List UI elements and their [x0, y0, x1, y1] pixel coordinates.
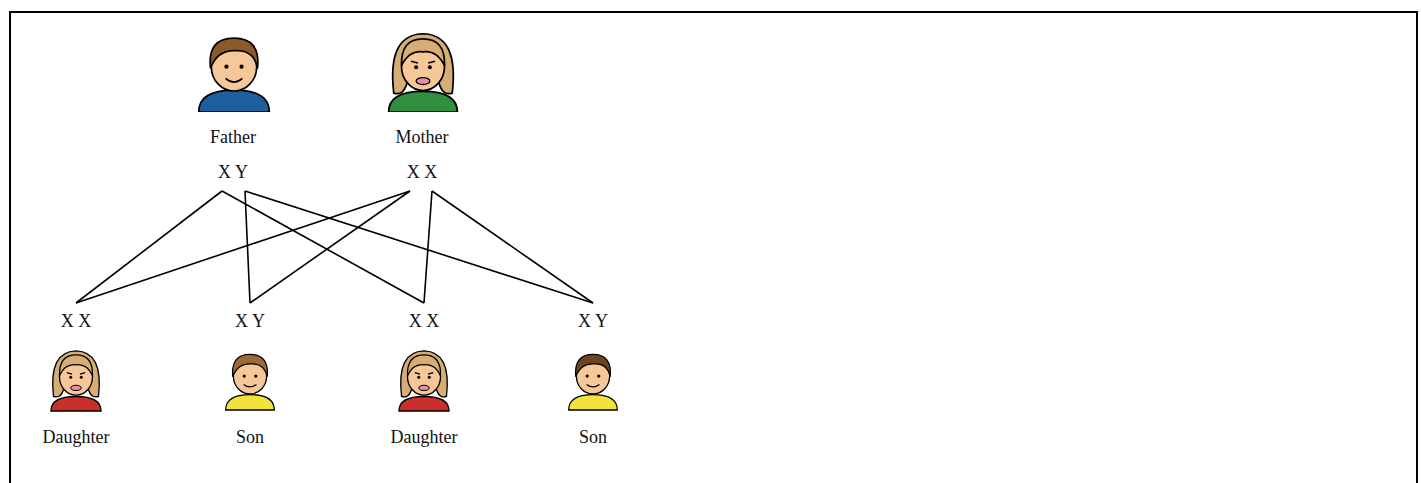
- parent-node: Mother X X: [390, 125, 455, 191]
- inheritance-line: [222, 191, 424, 303]
- child-node: X X Daughter: [37, 303, 116, 450]
- mother-icon: [389, 34, 458, 112]
- chromosome-label: X Y: [210, 162, 256, 183]
- parent-node: Father X Y: [204, 125, 262, 191]
- inheritance-line: [76, 191, 410, 303]
- person-label: Father: [210, 127, 256, 148]
- inheritance-line: [250, 191, 410, 303]
- person-label: Son: [578, 427, 608, 448]
- chromosome-label: X Y: [235, 311, 265, 332]
- inheritance-line: [424, 191, 432, 303]
- son-icon: [226, 354, 275, 410]
- daughter-icon: [51, 351, 101, 411]
- person-label: Mother: [396, 127, 449, 148]
- inheritance-line: [76, 191, 222, 303]
- person-label: Daughter: [43, 427, 110, 448]
- chromosome-label: X Y: [578, 311, 608, 332]
- father-icon: [199, 38, 270, 112]
- chromosome-label: X X: [391, 311, 458, 332]
- person-label: Son: [235, 427, 265, 448]
- son-icon: [569, 354, 618, 410]
- person-label: Daughter: [391, 427, 458, 448]
- inheritance-line: [245, 191, 593, 303]
- frame: [10, 12, 1417, 483]
- daughter-icon: [399, 351, 449, 411]
- chromosome-label: X X: [396, 162, 449, 183]
- child-node: X Y Son: [229, 303, 271, 450]
- child-node: X X Daughter: [385, 303, 464, 450]
- inheritance-line: [245, 191, 250, 303]
- child-node: X Y Son: [572, 303, 614, 450]
- chromosome-label: X X: [43, 311, 110, 332]
- inheritance-line: [432, 191, 593, 303]
